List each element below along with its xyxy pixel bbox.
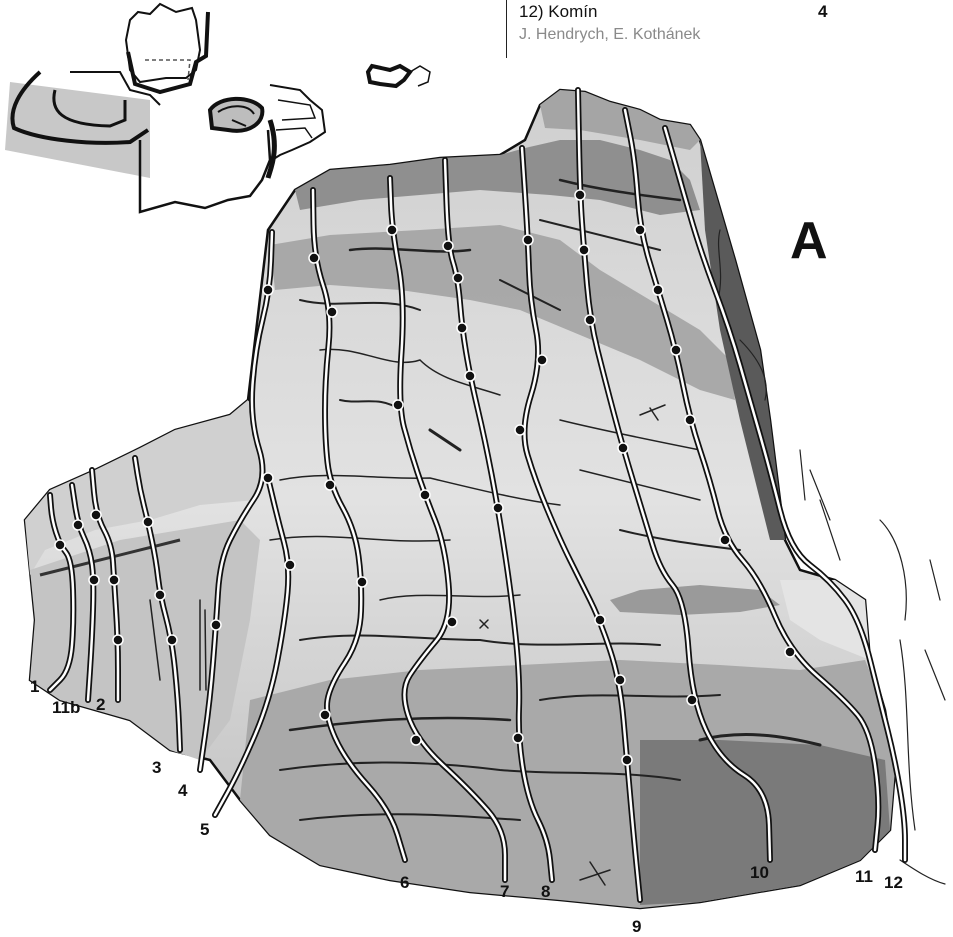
route-11-bolt [720, 535, 730, 545]
route-11-bolt [785, 647, 795, 657]
route-label-11b: 11b [52, 698, 80, 717]
route-11b-bolt [73, 520, 83, 530]
route-label-1: 1 [30, 677, 39, 696]
route-2-bolt [113, 635, 123, 645]
route-label-5: 5 [200, 820, 209, 839]
route-1-bolt [55, 540, 65, 550]
route-11-bolt [685, 415, 695, 425]
route-label-4: 4 [178, 781, 188, 800]
route-label-9: 9 [632, 917, 641, 936]
route-label-12: 12 [884, 873, 903, 892]
route-7-bolt [420, 490, 430, 500]
route-6-bolt [309, 253, 319, 263]
sector-letter: A [790, 212, 828, 270]
route-7-bolt [393, 400, 403, 410]
route-8-bolt [457, 323, 467, 333]
route-10-bolt [618, 443, 628, 453]
route-8-bolt [443, 241, 453, 251]
route-8-bolt [493, 503, 503, 513]
route-7-bolt [447, 617, 457, 627]
route-10-bolt [575, 190, 585, 200]
route-label-3: 3 [152, 758, 161, 777]
route-3-bolt [167, 635, 177, 645]
route-9-bolt [523, 235, 533, 245]
route-8-bolt [513, 733, 523, 743]
route-7-bolt [411, 735, 421, 745]
route-8-bolt [465, 371, 475, 381]
route-4-bolt [263, 473, 273, 483]
route-11b-bolt [89, 575, 99, 585]
route-entry-authors: J. Hendrych, E. Kothánek [519, 26, 700, 44]
route-4-bolt [211, 620, 221, 630]
route-6-bolt [325, 480, 335, 490]
route-label-10: 10 [750, 863, 769, 882]
route-entry: 12) Komín 4 J. Hendrych, E. Kothánek [506, 0, 837, 58]
route-4-bolt [263, 285, 273, 295]
route-3-bolt [155, 590, 165, 600]
route-10-bolt [687, 695, 697, 705]
route-5-bolt [285, 560, 295, 570]
route-label-6: 6 [400, 873, 409, 892]
route-label-7: 7 [500, 882, 509, 901]
route-label-2: 2 [96, 695, 105, 714]
route-10-bolt [585, 315, 595, 325]
route-2-bolt [91, 510, 101, 520]
route-entry-grade: 4 [818, 2, 827, 22]
route-9-bolt [615, 675, 625, 685]
route-label-8: 8 [541, 882, 550, 901]
route-3-bolt [143, 517, 153, 527]
route-9-bolt [622, 755, 632, 765]
route-11-bolt [653, 285, 663, 295]
route-11-bolt [671, 345, 681, 355]
route-10-bolt [579, 245, 589, 255]
route-label-11: 11 [855, 867, 873, 886]
route-9-bolt [537, 355, 547, 365]
route-9-bolt [515, 425, 525, 435]
route-2-bolt [109, 575, 119, 585]
overview-highlight [5, 82, 150, 178]
route-9-bolt [595, 615, 605, 625]
route-6-bolt [357, 577, 367, 587]
route-11-bolt [635, 225, 645, 235]
route-7-bolt [387, 225, 397, 235]
route-6-bolt [320, 710, 330, 720]
route-8-bolt [453, 273, 463, 283]
route-entry-title: 12) Komín [519, 2, 597, 22]
route-6-bolt [327, 307, 337, 317]
